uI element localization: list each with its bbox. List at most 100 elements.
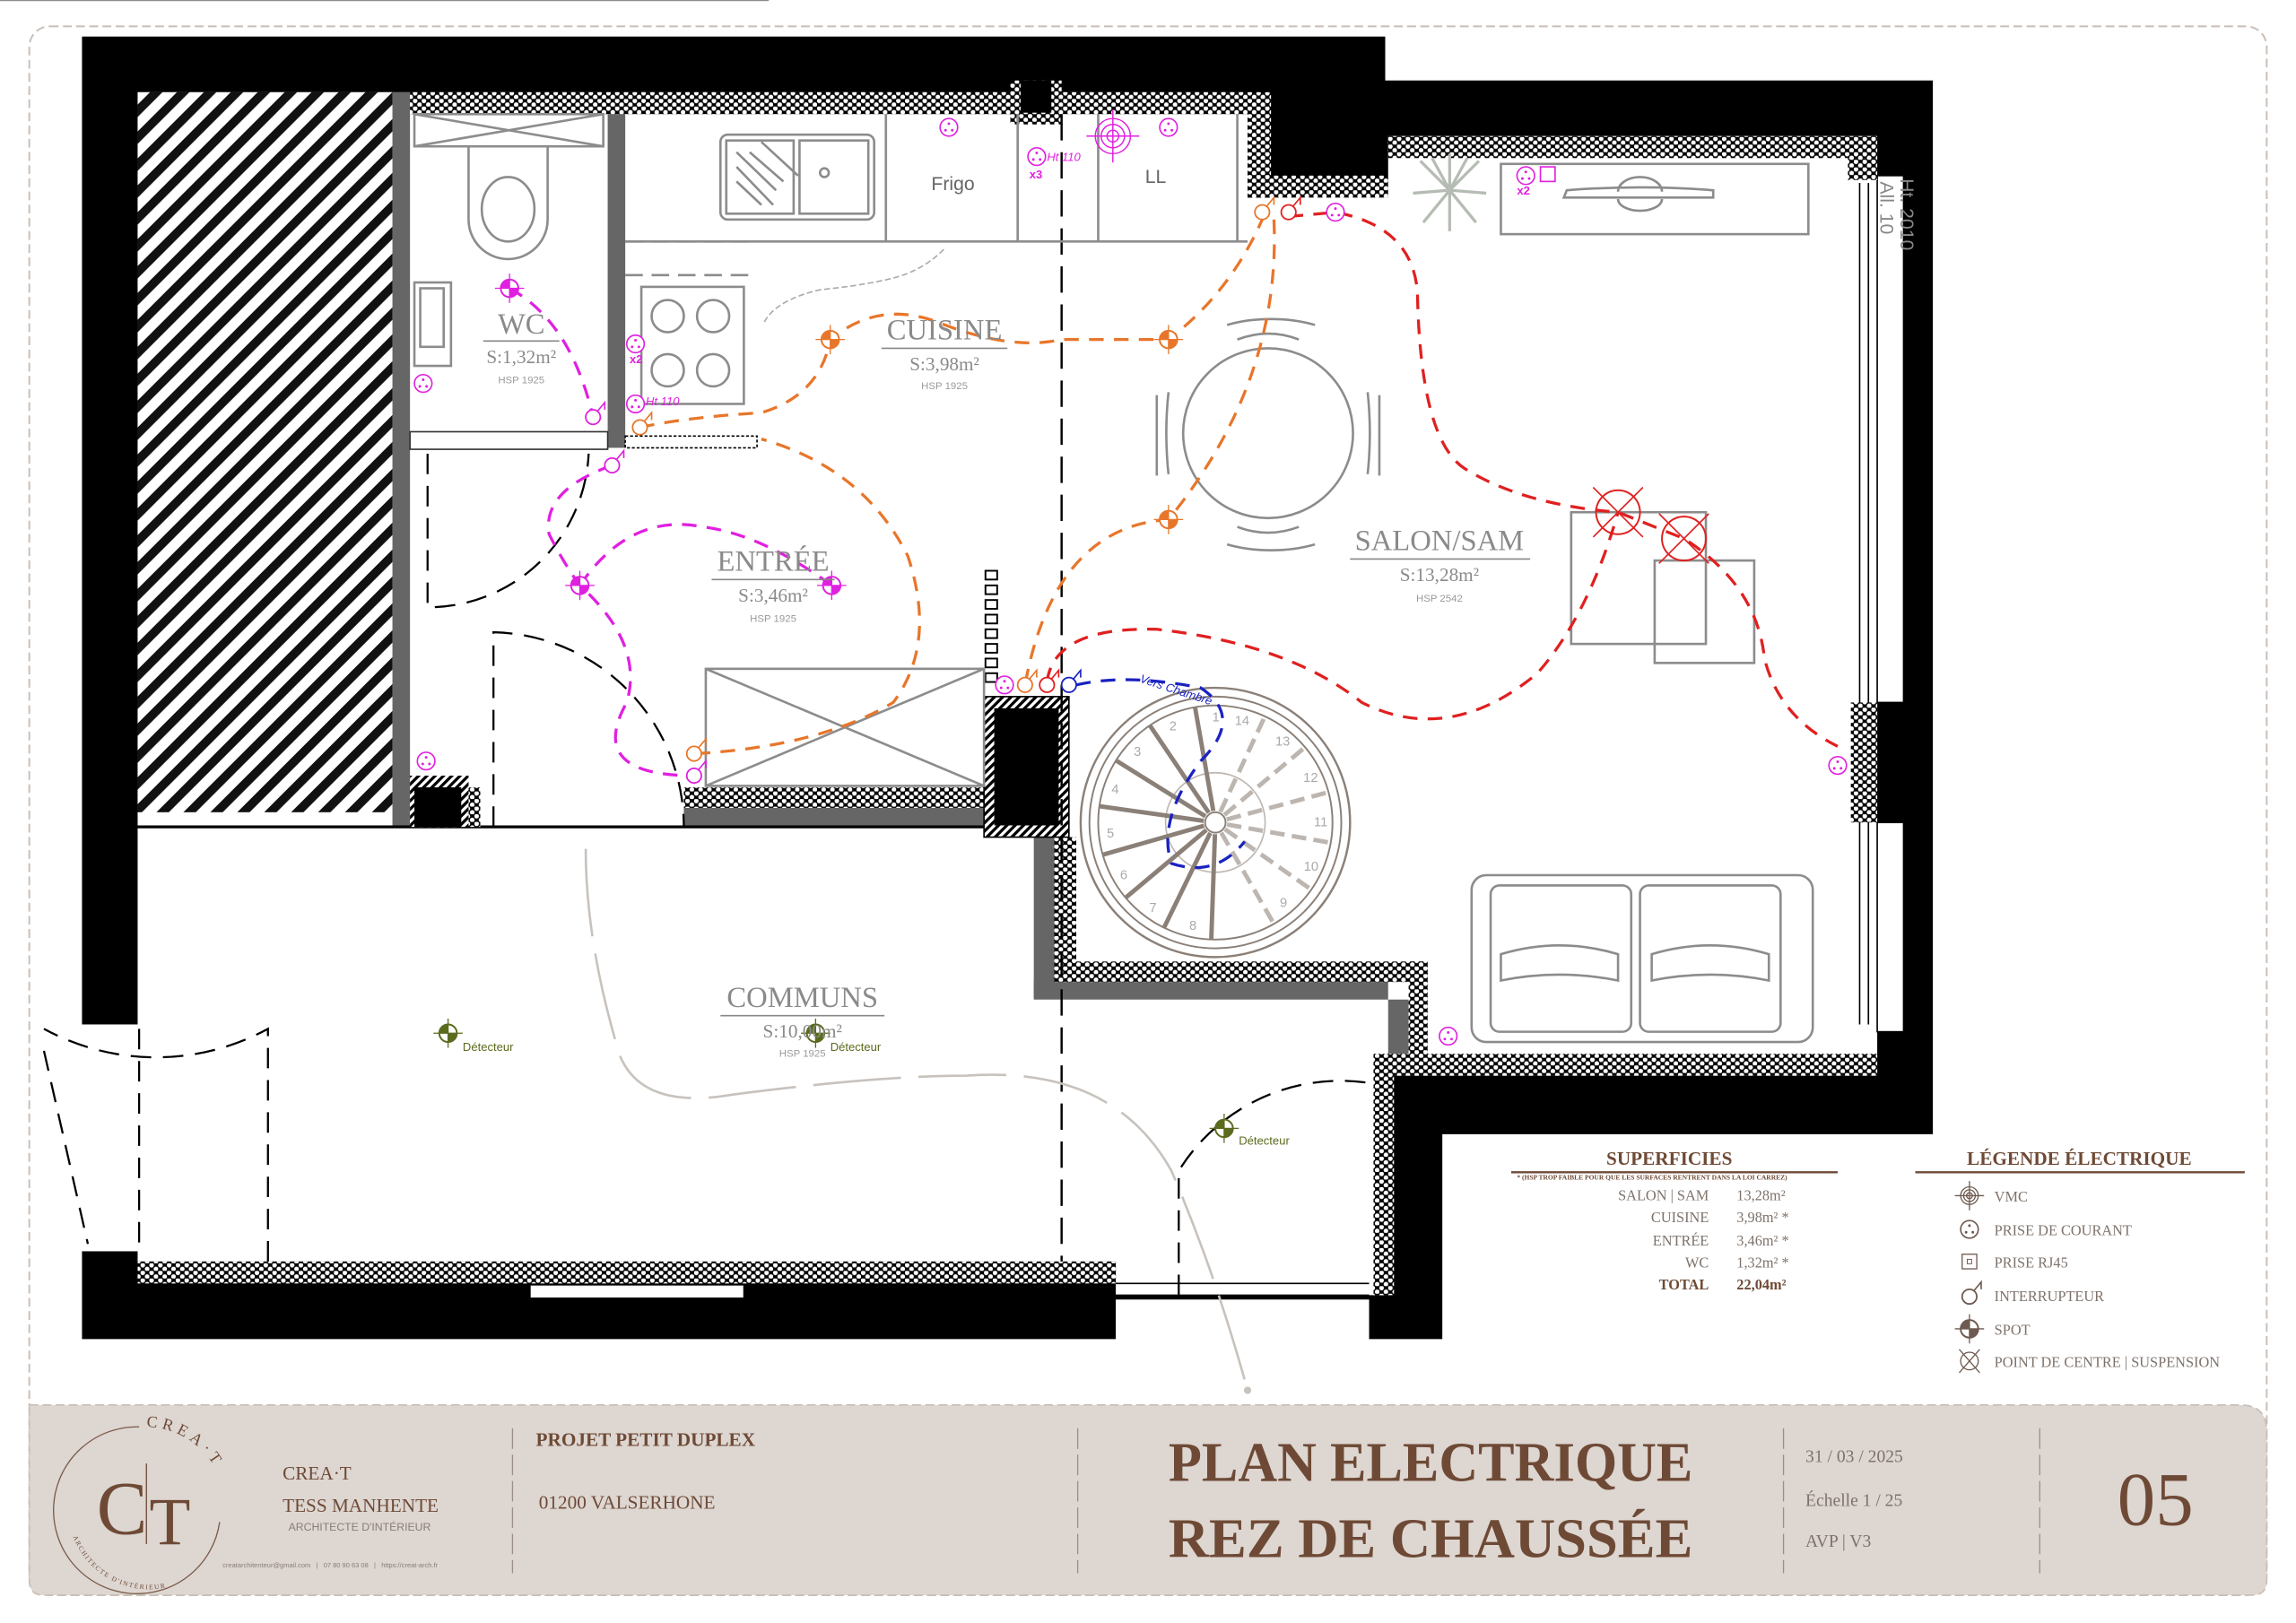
svg-text:S:1,32m²: S:1,32m² xyxy=(486,346,556,368)
room-label-wc: WC S:1,32m² HSP 1925 xyxy=(483,308,560,386)
sheet-number: 05 xyxy=(2118,1458,2194,1542)
legend-item-suspension: POINT DE CENTRE | SUSPENSION xyxy=(1995,1353,2221,1370)
total-label: TOTAL xyxy=(1659,1276,1709,1293)
legend-title: LÉGENDE ÉLECTRIQUE xyxy=(1967,1148,2192,1169)
legend-item-spot: SPOT xyxy=(1995,1321,2031,1338)
svg-text:HSP 1925: HSP 1925 xyxy=(921,381,968,392)
designer-name: TESS MANHENTE xyxy=(283,1495,439,1516)
socket-icon xyxy=(1159,117,1178,137)
title-block: CREA·T ARCHITECTE D'INTÉRIEUR C T CREA·T… xyxy=(28,1404,2268,1596)
stair-tread xyxy=(1222,745,1307,817)
socket-icon xyxy=(1439,1026,1458,1046)
salon-window-upper xyxy=(1876,175,1905,704)
partition-wall xyxy=(1033,980,1388,1000)
stair-step-number: 10 xyxy=(1304,860,1318,874)
stair-step-number: 14 xyxy=(1235,714,1249,728)
stair-step-number: 3 xyxy=(1134,745,1141,759)
plant xyxy=(1413,153,1487,231)
stair-step-number: 2 xyxy=(1170,720,1177,734)
superficies-table: SUPERFICIES * (HSP TROP FAIBLE POUR QUE … xyxy=(1510,1148,1838,1293)
socket-icon xyxy=(625,394,646,414)
washing-machine-label: LL xyxy=(1145,167,1167,187)
vmc-icon xyxy=(1086,109,1140,163)
stair-tread xyxy=(1161,831,1213,929)
bottom-right-sill xyxy=(1116,1282,1370,1297)
sheet-phase: AVP | V3 xyxy=(1805,1532,1871,1551)
partition-wall xyxy=(607,114,626,448)
coffee-tables xyxy=(1570,510,1756,664)
svg-text:HSP 2542: HSP 2542 xyxy=(1416,594,1463,604)
detector-label: Détecteur xyxy=(1239,1133,1290,1147)
stair-tread xyxy=(1148,724,1211,814)
svg-text:ENTRÉE: ENTRÉE xyxy=(718,545,830,578)
area-label: SALON | SAM xyxy=(1618,1186,1709,1203)
socket-icon xyxy=(939,117,959,137)
company-name: CREA·T xyxy=(283,1462,352,1484)
stair-step-number: 12 xyxy=(1303,771,1318,785)
stair-tread xyxy=(1124,828,1208,900)
svg-text:HSP 1925: HSP 1925 xyxy=(498,376,544,386)
stair-step-number: 11 xyxy=(1314,815,1327,829)
dining-table-and-chairs xyxy=(1155,317,1381,551)
svg-text:S:3,98m²: S:3,98m² xyxy=(909,353,979,375)
socket-icon xyxy=(1960,1219,1979,1239)
svg-text:C: C xyxy=(97,1466,148,1550)
stair-tread xyxy=(1226,790,1329,822)
stair-step-number: 4 xyxy=(1111,783,1118,797)
svg-text:CUISINE: CUISINE xyxy=(887,315,1003,347)
insulation-strips xyxy=(137,80,1878,1296)
structural-column-core xyxy=(994,707,1059,826)
legend-item-socket: PRISE DE COURANT xyxy=(1995,1221,2132,1238)
rj45-icon xyxy=(1539,166,1556,183)
stair-step-number: 5 xyxy=(1107,827,1114,841)
partition-wall xyxy=(1387,999,1409,1059)
socket-icon xyxy=(1828,755,1848,776)
sofa xyxy=(1470,873,1814,1044)
electrical-legend: LÉGENDE ÉLECTRIQUE VMC PRISE DE COURANT … xyxy=(1915,1148,2245,1374)
room-label-cuisine: CUISINE S:3,98m² HSP 1925 xyxy=(881,315,1008,392)
partition-wall xyxy=(683,807,985,828)
svg-text:T: T xyxy=(150,1485,191,1559)
svg-text:S:13,28m²: S:13,28m² xyxy=(1400,564,1479,586)
project-location: 01200 VALSERHONE xyxy=(539,1492,716,1514)
sheet-title-line2: REZ DE CHAUSSÉE xyxy=(1169,1509,1692,1570)
svg-text:COMMUNS: COMMUNS xyxy=(726,982,878,1014)
circulation-arrow-end xyxy=(1243,1386,1252,1394)
kitchen-grille xyxy=(624,435,758,449)
stair-step-number: 7 xyxy=(1149,901,1156,916)
partition-wall xyxy=(392,91,411,828)
partition-wall xyxy=(1033,834,1055,999)
room-label-salon-sam: SALON/SAM S:13,28m² HSP 2542 xyxy=(1350,525,1531,604)
svg-text:WC: WC xyxy=(498,308,545,341)
bottom-window xyxy=(529,1284,745,1299)
svg-text:S:3,46m²: S:3,46m² xyxy=(738,585,808,606)
stair-tread xyxy=(1218,715,1267,813)
height-annotation: Ht 110 xyxy=(1047,151,1081,164)
sheet-title-line1: PLAN ELECTRIQUE xyxy=(1169,1433,1692,1494)
doors xyxy=(42,453,1370,1296)
stair-tread xyxy=(1226,822,1332,846)
contact-line: creatarchitenteur@gmail.com | 07 80 90 6… xyxy=(222,1561,438,1569)
room-label-communs: COMMUNS S:10,00m² HSP 1925 xyxy=(720,982,885,1059)
socket-icon xyxy=(625,334,646,354)
sheet-scale: Échelle 1 / 25 xyxy=(1805,1490,1902,1510)
area-value: 3,46m² * xyxy=(1736,1232,1788,1249)
kitchen-counter xyxy=(0,0,1248,405)
count-annotation: x2 xyxy=(630,352,643,366)
project-name: PROJET PETIT DUPLEX xyxy=(536,1429,756,1451)
count-annotation: x2 xyxy=(1517,184,1530,197)
tv-unit xyxy=(1500,162,1810,236)
legend-item-rj45: PRISE RJ45 xyxy=(1995,1254,2068,1271)
area-value: 13,28m² xyxy=(1736,1186,1785,1203)
legend-item-switch: INTERRUPTEUR xyxy=(1995,1288,2104,1305)
vmc-icon xyxy=(1954,1181,1985,1211)
structural-column-core xyxy=(414,787,462,828)
superficies-note: * (HSP TROP FAIBLE POUR QUE LES SURFACES… xyxy=(1517,1173,1787,1181)
stair-step-number: 13 xyxy=(1275,735,1290,750)
entrance-storage-box xyxy=(704,667,986,787)
suspension-icon xyxy=(1958,1349,1980,1374)
legend-item-vmc: VMC xyxy=(1995,1188,2028,1205)
fridge-label: Frigo xyxy=(931,174,974,195)
